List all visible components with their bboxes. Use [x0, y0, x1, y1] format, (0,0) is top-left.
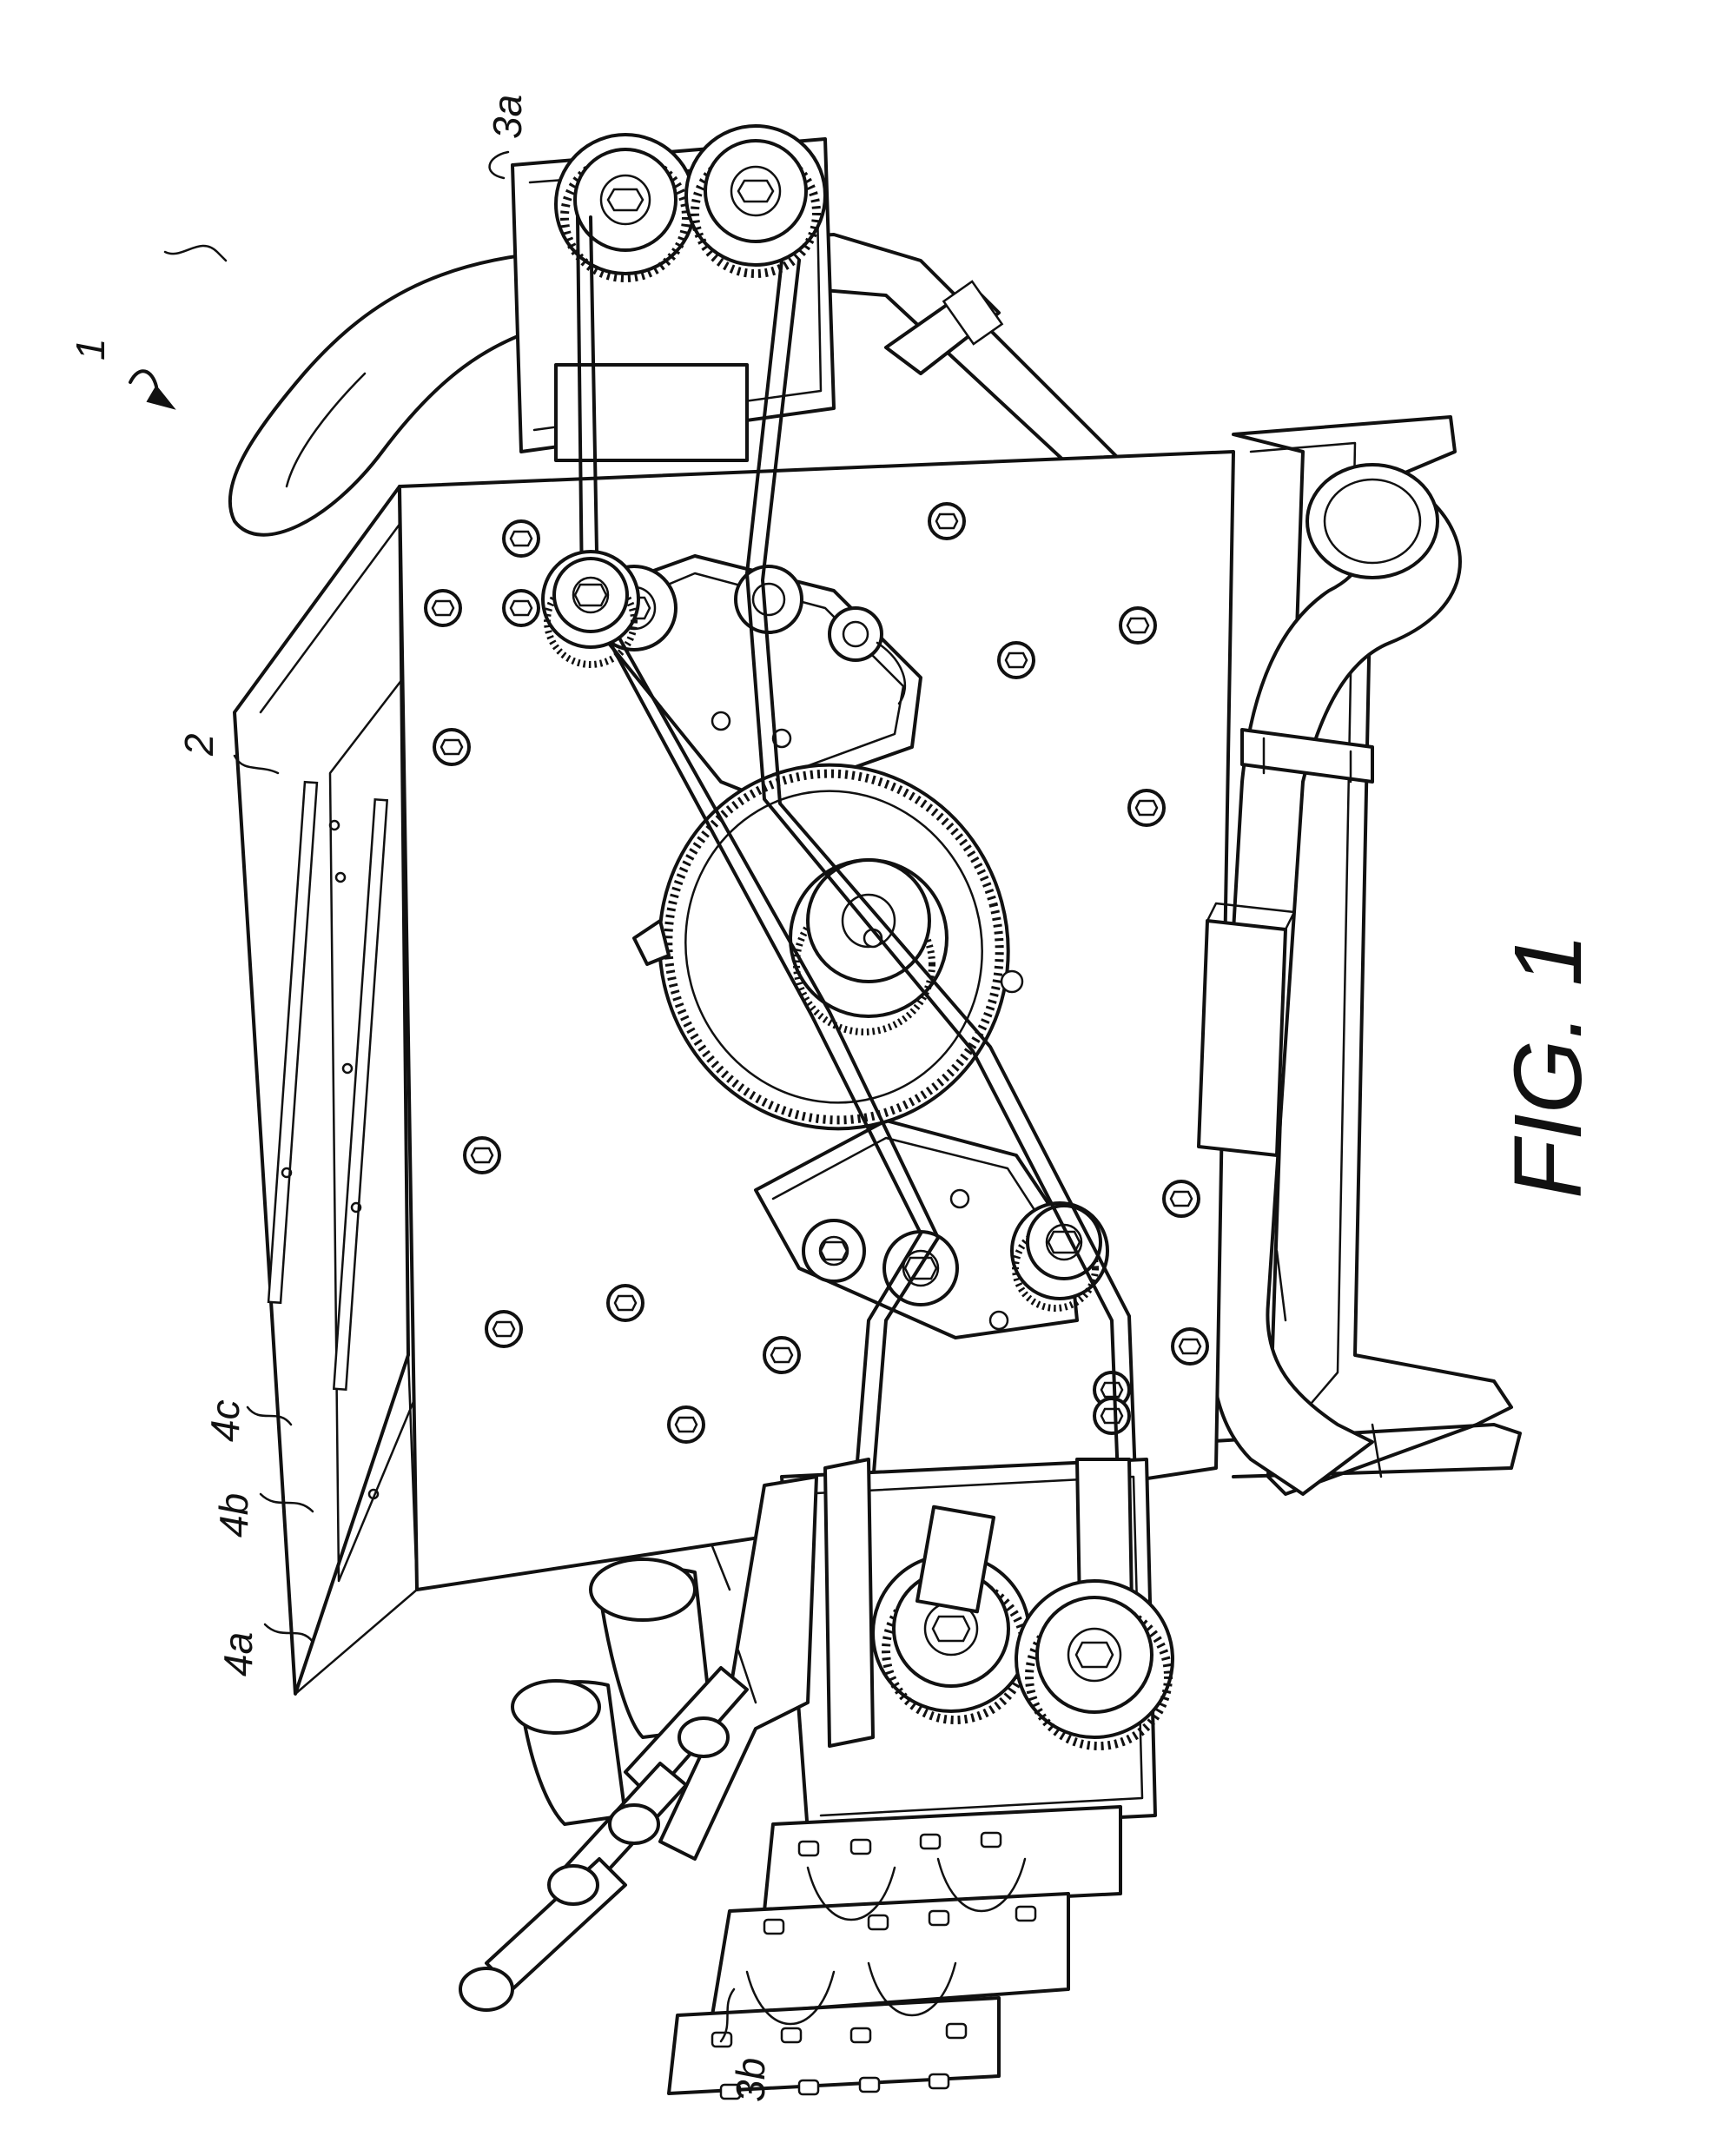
ref-label-device: 1 — [68, 338, 113, 360]
ref-label-3b: 3b — [728, 2058, 773, 2102]
ref-1-arrow — [148, 387, 174, 408]
roller-unit-3b — [669, 1459, 1173, 2099]
ref-label-housing: 2 — [176, 733, 221, 757]
ref-label-4b: 4b — [211, 1493, 256, 1538]
ref-label-4a: 4a — [215, 1632, 261, 1677]
ref-label-4c: 4c — [202, 1399, 248, 1442]
figure-caption: FIG. 1 — [1495, 933, 1602, 1199]
ref-label-3a: 3a — [485, 95, 530, 139]
